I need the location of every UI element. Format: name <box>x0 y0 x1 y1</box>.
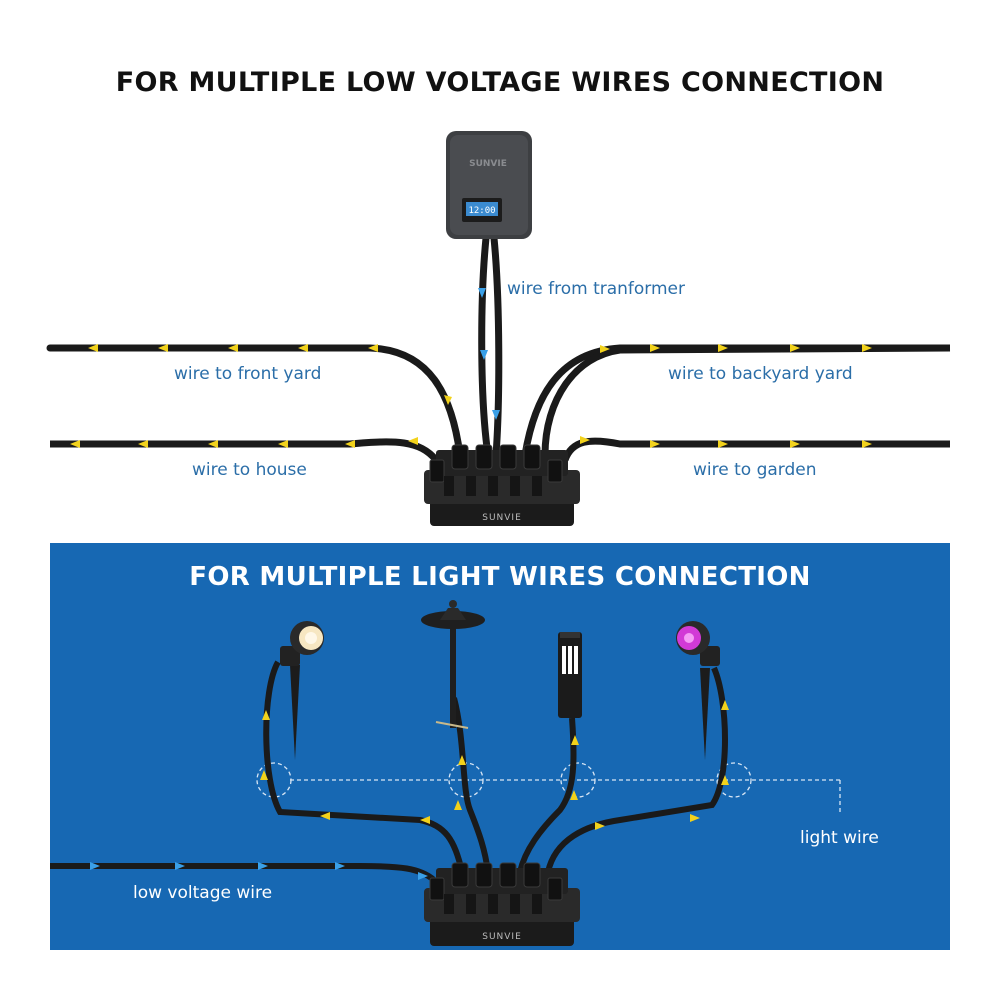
connector-hub-bottom: SUNVIE <box>424 862 580 946</box>
transformer: SUNVIE 12:00 <box>446 131 532 239</box>
wire-backyard <box>521 344 951 456</box>
top-title: FOR MULTIPLE LOW VOLTAGE WIRES CONNECTIO… <box>115 67 885 98</box>
wire-front-yard <box>46 344 464 459</box>
arrows-front-yard <box>88 344 452 405</box>
bollard-light <box>558 632 582 718</box>
connector-hub-top: SUNVIE <box>424 444 580 526</box>
arrows-backyard <box>600 344 872 353</box>
spotlight-purple <box>676 621 720 760</box>
label-light-wire: light wire <box>800 828 879 848</box>
label-transformer-wire: wire from tranformer <box>507 279 686 299</box>
wire-transformer <box>478 237 503 456</box>
arrows-low-voltage <box>90 862 428 880</box>
low-voltage-wire <box>50 863 436 883</box>
transformer-brand: SUNVIE <box>469 159 507 169</box>
label-garden: wire to garden <box>693 460 817 480</box>
transformer-display: 12:00 <box>468 206 495 216</box>
label-backyard: wire to backyard yard <box>668 364 853 384</box>
spotlight-warm <box>280 621 324 760</box>
arrows-garden <box>580 436 872 448</box>
bottom-title: FOR MULTIPLE LIGHT WIRES CONNECTION <box>189 562 811 592</box>
hub-brand-top: SUNVIE <box>482 513 522 523</box>
path-light <box>421 600 485 729</box>
low-voltage-diagram: SUNVIE 12:00 SUNVIE <box>46 131 951 526</box>
label-low-voltage: low voltage wire <box>133 883 273 903</box>
label-house: wire to house <box>192 460 307 480</box>
arrows-transformer <box>478 288 500 420</box>
hub-brand-bottom: SUNVIE <box>482 932 522 942</box>
arrows-light-wires <box>260 700 729 830</box>
label-front-yard: wire to front yard <box>174 364 322 384</box>
dashed-guides <box>256 762 841 812</box>
light-wires <box>263 660 728 873</box>
arrows-house <box>70 437 418 448</box>
